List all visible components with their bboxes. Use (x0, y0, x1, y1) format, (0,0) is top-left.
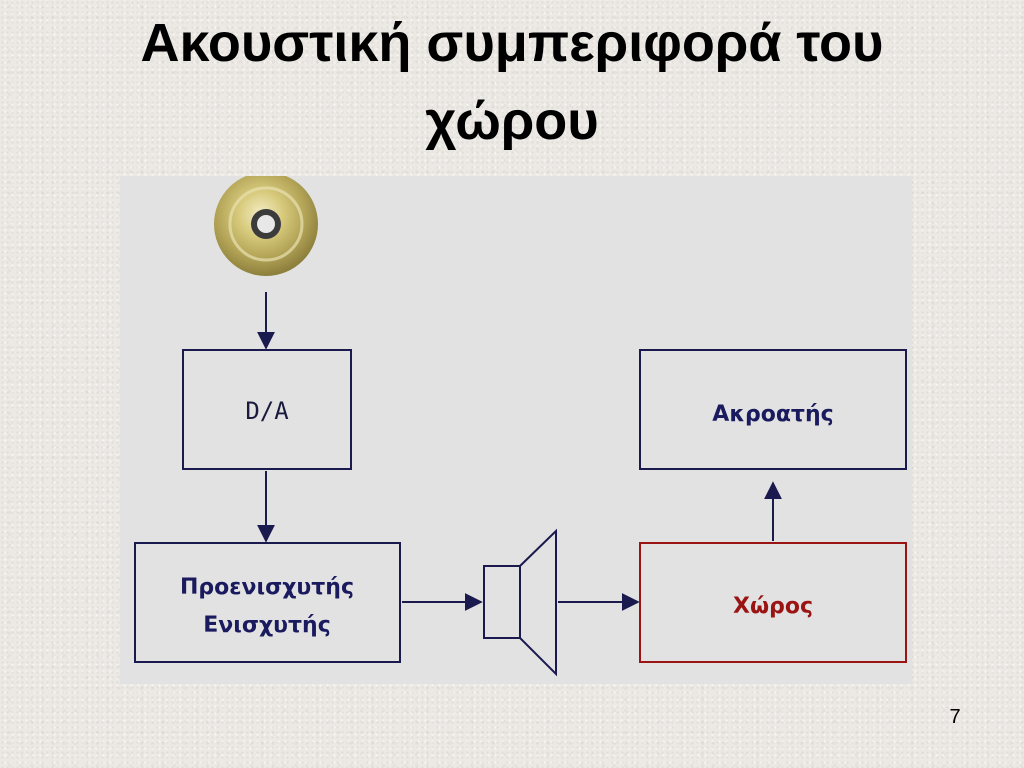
amplifier-label-line-1: Προενισχυτής (180, 575, 354, 600)
signal-chain-diagram: D/A Προενισχυτής Ενισχυτής Χώρος Ακροατή… (120, 176, 912, 684)
da-label: D/A (245, 397, 289, 425)
room-box: Χώρος (639, 542, 907, 663)
listener-box: Ακροατής (639, 349, 907, 470)
slide-title-line-2: χώρου (425, 91, 599, 151)
listener-frame (639, 349, 907, 470)
slide-title: Ακουστική συμπεριφορά του χώρου (0, 4, 1024, 160)
amplifier-box: Προενισχυτής Ενισχυτής (134, 542, 401, 663)
loudspeaker-icon (483, 528, 557, 677)
slide-title-line-1: Ακουστική συμπεριφορά του (140, 13, 884, 73)
room-label: Χώρος (733, 594, 813, 619)
amplifier-frame (134, 542, 401, 663)
listener-label: Ακροατής (712, 402, 833, 427)
diagram-panel: D/A Προενισχυτής Ενισχυτής Χώρος Ακροατή… (120, 176, 912, 684)
da-converter-box: D/A (182, 349, 352, 470)
da-converter-frame (182, 349, 352, 470)
page-number: 7 (949, 706, 961, 728)
cd-disc-icon (214, 176, 318, 276)
amplifier-label-line-2: Ενισχυτής (203, 613, 331, 638)
room-frame (639, 542, 907, 663)
